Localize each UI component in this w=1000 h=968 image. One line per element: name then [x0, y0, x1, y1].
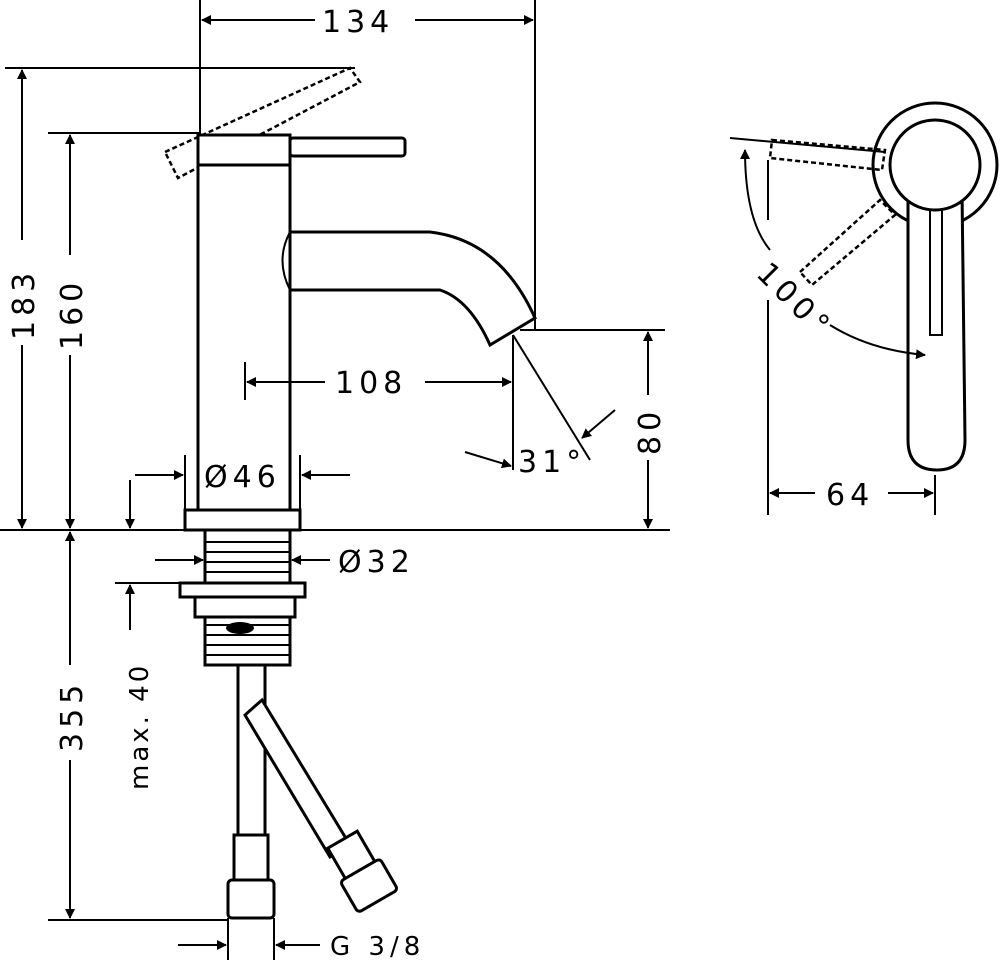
dimension-134: 134: [199, 0, 536, 330]
dimension-label: 355: [55, 680, 90, 752]
faucet-body: [163, 66, 537, 532]
dimension-label: max. 40: [125, 663, 155, 790]
dimension-label: Ø46: [204, 460, 281, 495]
dimension-angle-31: 31°: [464, 334, 616, 480]
dimension-label: Ø32: [338, 545, 415, 580]
dimension-183: 183: [5, 67, 355, 529]
dimension-label: 100°: [749, 256, 839, 346]
dimension-diameter-46: Ø46: [125, 455, 350, 529]
dimension-label: 31°: [518, 445, 586, 480]
dimension-thread-g38: G 3/8: [178, 918, 425, 962]
side-view: 100° 64: [729, 101, 999, 515]
supply-hoses: [226, 663, 398, 920]
dimension-80: 80: [520, 329, 668, 529]
dimension-label: 108: [335, 366, 407, 401]
dimension-label: 64: [826, 478, 874, 513]
dimension-label: 160: [55, 278, 90, 350]
dimension-160: 160: [48, 132, 200, 529]
dimension-label: 80: [633, 407, 668, 455]
dimension-108: 108: [244, 335, 514, 470]
threaded-shank: [178, 528, 307, 667]
dimension-max-40: max. 40: [115, 582, 180, 790]
dimension-diameter-32: Ø32: [155, 545, 415, 580]
dimension-label: 134: [322, 5, 394, 40]
dimension-label: 183: [7, 268, 42, 340]
dimension-355: 355: [48, 531, 228, 921]
dimension-label: G 3/8: [330, 932, 425, 962]
